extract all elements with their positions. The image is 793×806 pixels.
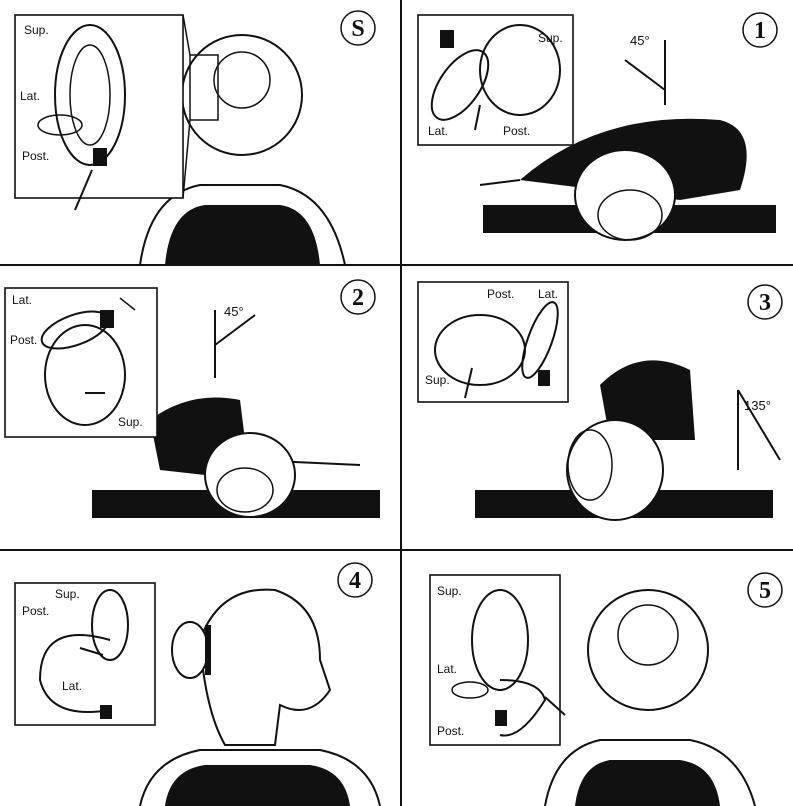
label-sup: Sup. <box>437 584 462 598</box>
superior-canal <box>54 24 126 166</box>
step-number: 1 <box>754 18 766 44</box>
label-post: Post. <box>10 333 37 347</box>
otolith-debris <box>538 370 550 386</box>
step-number: 5 <box>759 578 771 604</box>
arrow <box>544 696 566 716</box>
hair-bun <box>216 467 274 513</box>
hair-bun <box>597 189 663 241</box>
label-post: Post. <box>437 724 464 738</box>
step-number: 4 <box>349 568 361 594</box>
arrow <box>464 367 473 399</box>
arrow <box>474 104 481 131</box>
shirt <box>575 760 720 806</box>
shirt <box>165 205 320 265</box>
label-lat: Lat. <box>12 293 32 307</box>
angle-line <box>214 314 256 346</box>
superior-canal <box>479 24 561 116</box>
hair-bun <box>213 51 271 109</box>
hair-bun <box>567 429 613 501</box>
otolith-debris <box>100 705 112 719</box>
head <box>566 419 664 521</box>
shoulders <box>139 184 346 266</box>
label-post: Post. <box>22 149 49 163</box>
otolith-debris <box>440 30 454 48</box>
shirt <box>165 765 350 806</box>
head <box>574 149 676 241</box>
label-post: Post. <box>22 604 49 618</box>
superior-canal <box>44 324 126 426</box>
angle-line <box>737 389 781 461</box>
otolith-debris <box>495 710 507 726</box>
step-circle <box>340 10 376 46</box>
superior-canal <box>91 589 129 661</box>
label-lat: Lat. <box>538 287 558 301</box>
posterior-canal <box>38 634 111 713</box>
label-post: Post. <box>503 124 530 138</box>
panel-3: 135° Post. Lat. Sup. 3 <box>417 281 783 521</box>
step-number: S <box>351 16 364 42</box>
step-number: 2 <box>352 285 364 311</box>
step-number: 3 <box>759 290 771 316</box>
shoulders <box>139 749 381 806</box>
angle-line <box>624 59 666 91</box>
shoulders <box>544 739 756 806</box>
panel-2: 45° Lat. Post. Sup. 2 <box>4 279 380 518</box>
label-post: Post. <box>487 287 514 301</box>
arrow <box>74 169 93 211</box>
label-sup: Sup. <box>118 415 143 429</box>
step-circle <box>340 279 376 315</box>
posterior-canal <box>499 679 547 737</box>
arrow <box>79 647 104 656</box>
lateral-canal <box>451 681 489 699</box>
label-sup: Sup. <box>538 31 563 45</box>
inset-connector <box>182 119 191 199</box>
label-lat: Lat. <box>428 124 448 138</box>
labyrinth-inset <box>14 14 184 199</box>
panel-s: Sup. Lat. Post. S <box>14 10 376 266</box>
panel-4: Sup. Post. Lat. 4 <box>14 562 381 806</box>
head-back <box>181 34 303 156</box>
head-profile <box>198 588 332 746</box>
head <box>204 432 296 518</box>
label-sup: Sup. <box>55 587 80 601</box>
step-circle <box>742 12 778 48</box>
angle-label: 45° <box>630 33 650 48</box>
head-back <box>587 589 709 711</box>
otolith-debris <box>100 310 114 328</box>
step-circle <box>747 572 783 608</box>
step-circle <box>337 562 373 598</box>
labyrinth-inset <box>14 582 156 726</box>
label-lat: Lat. <box>437 662 457 676</box>
posterior-canal <box>430 49 490 121</box>
panel-5: Sup. Lat. Post. 5 <box>429 572 783 806</box>
arrow <box>119 297 136 311</box>
canal-inner <box>69 44 111 146</box>
hair-bun <box>171 621 209 679</box>
angle-label: 45° <box>224 304 244 319</box>
label-sup: Sup. <box>24 23 49 37</box>
label-lat: Lat. <box>62 679 82 693</box>
superior-canal <box>471 589 529 691</box>
label-sup: Sup. <box>425 373 450 387</box>
label-lat: Lat. <box>20 89 40 103</box>
step-circle <box>747 284 783 320</box>
angle-label: 135° <box>744 398 771 413</box>
panel-1: 45° Sup. Lat. Post. 1 <box>417 12 778 241</box>
lateral-canal <box>37 114 83 136</box>
inset-connector <box>182 14 191 56</box>
ear-marker <box>189 54 219 121</box>
arm <box>479 179 521 186</box>
lateral-canal <box>521 301 559 379</box>
hair-bun <box>617 604 679 666</box>
otolith-debris <box>93 148 107 166</box>
